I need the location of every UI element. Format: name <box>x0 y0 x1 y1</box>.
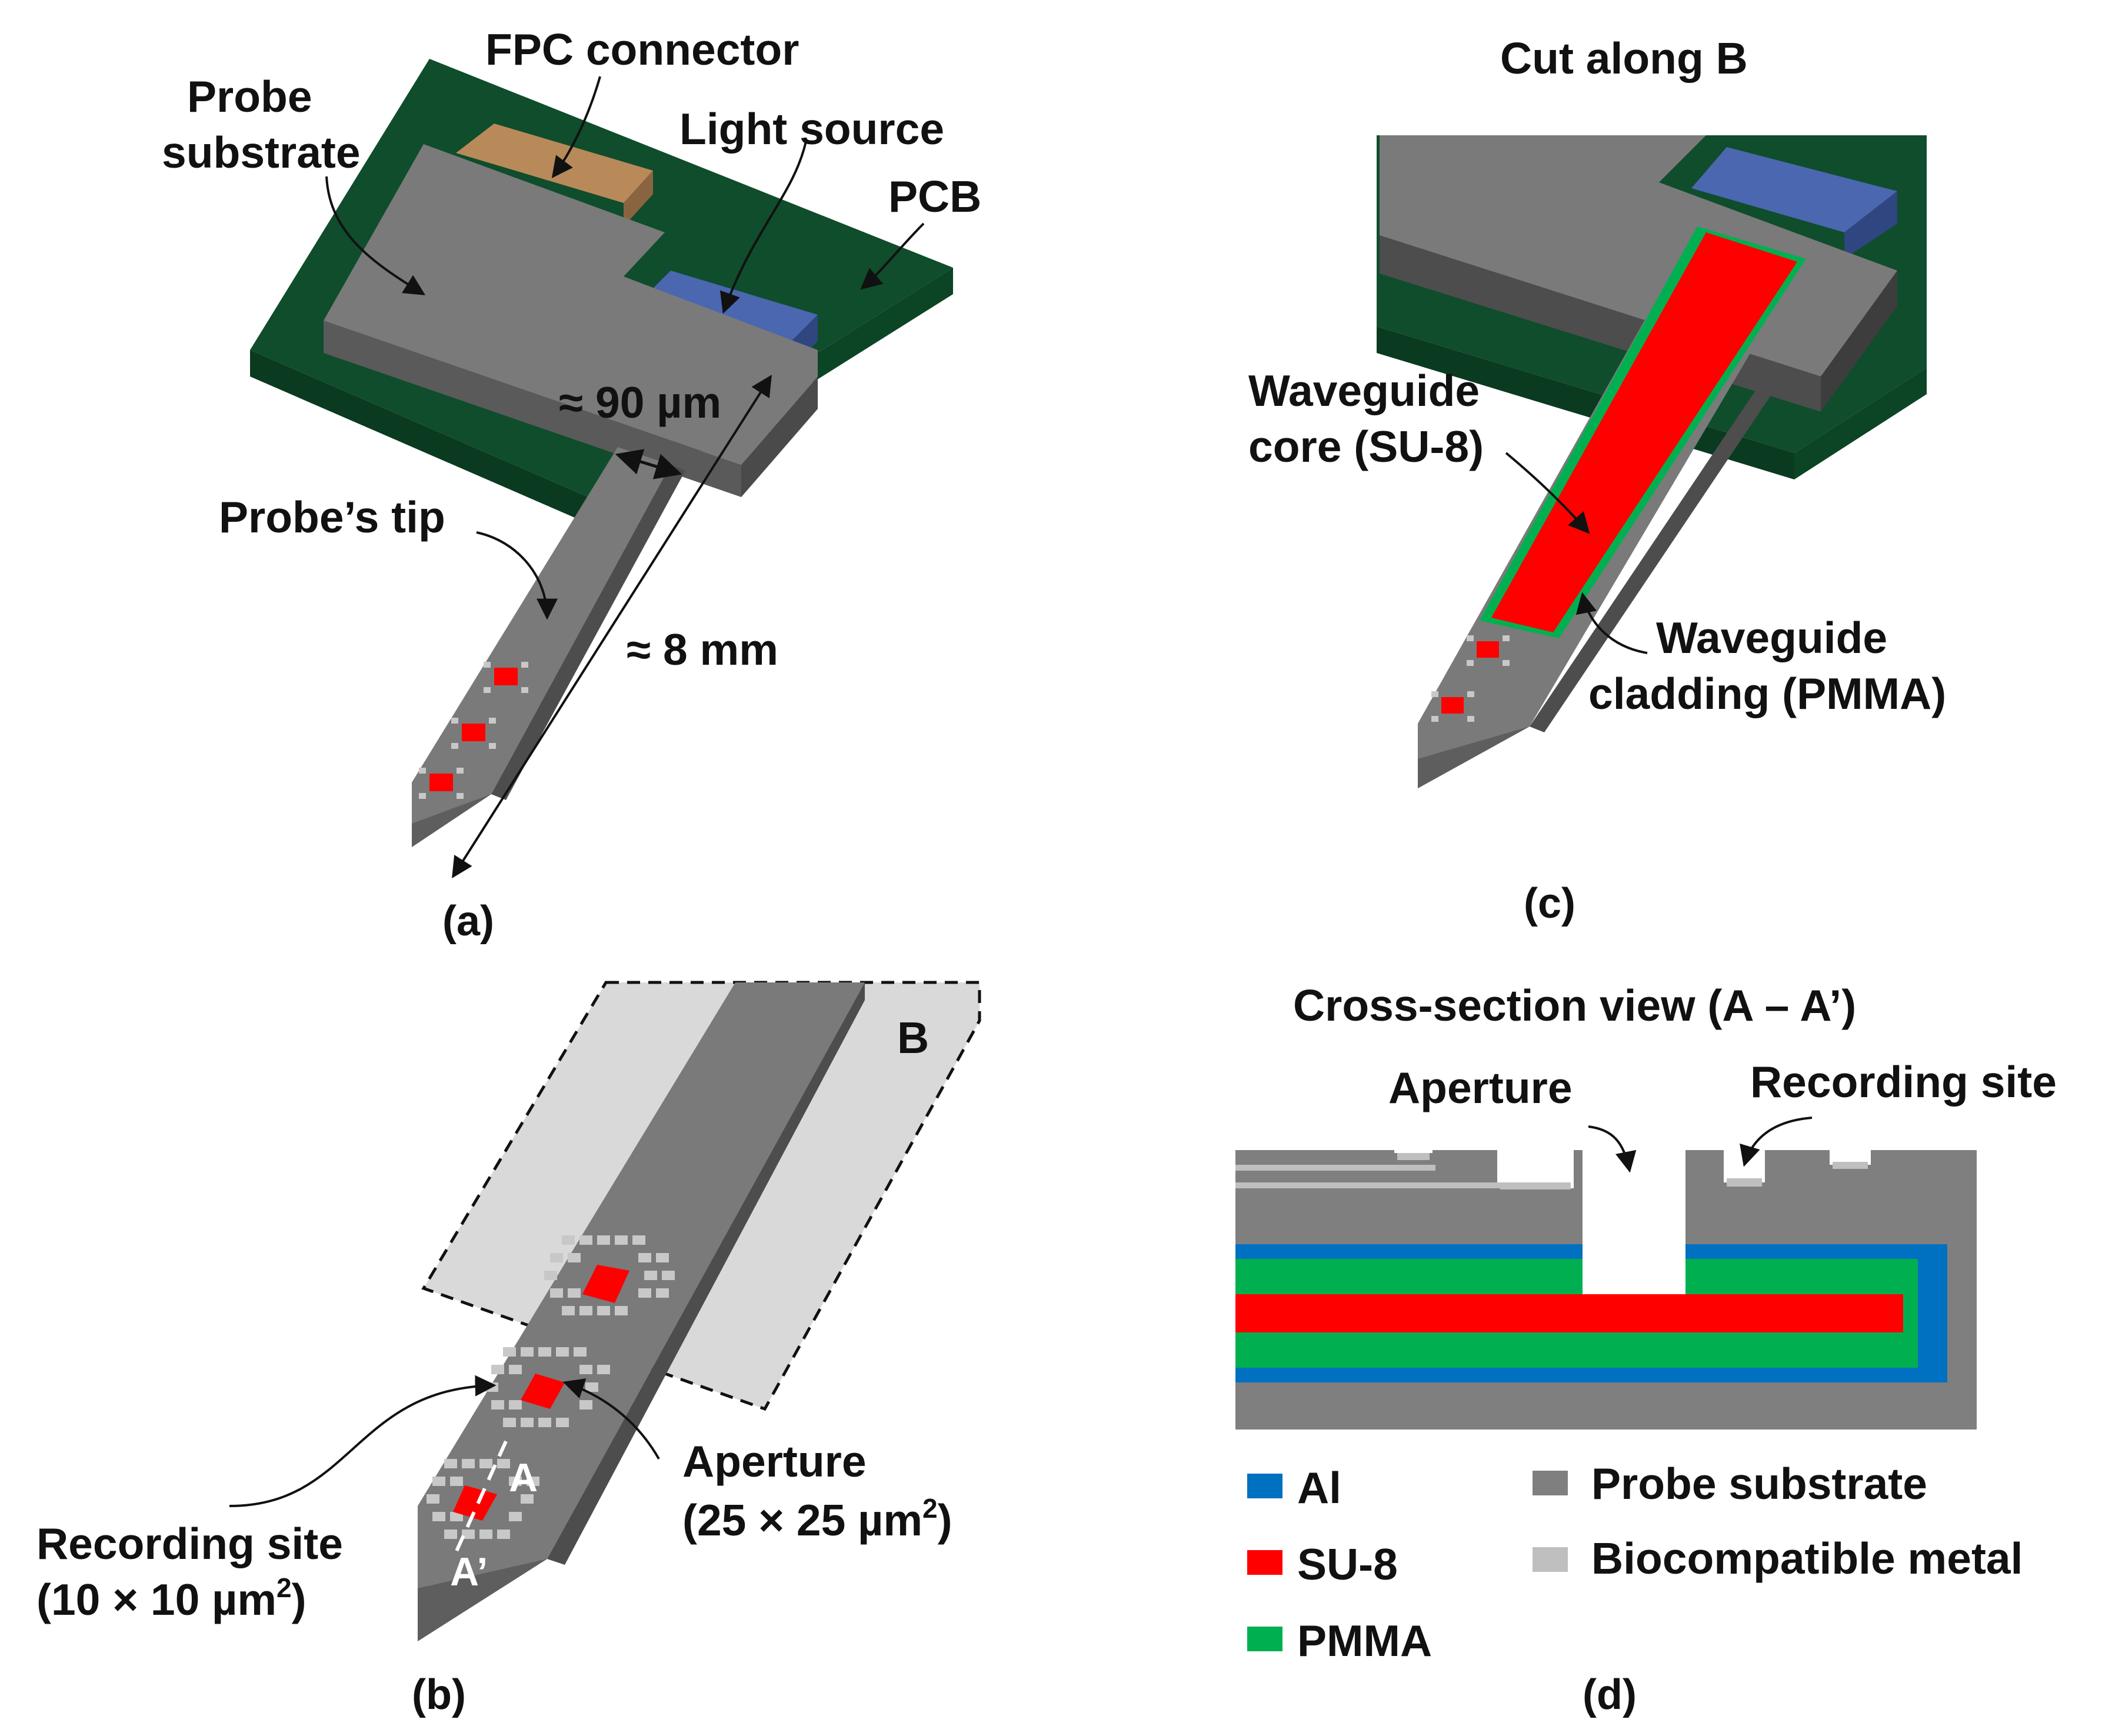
panel-d: Cross-section view (A – A’) Aperture Rec… <box>1235 981 2057 1718</box>
label-aperture-size: (25 × 25 µm2) <box>682 1493 952 1545</box>
legend: Al SU-8 PMMA Probe substrate Biocompatib… <box>1247 1459 2023 1665</box>
caption-d: (d) <box>1583 1671 1637 1718</box>
callout-fpc <box>551 76 601 178</box>
label-aperture-b: Aperture <box>682 1437 867 1486</box>
legend-swatch-metal <box>1533 1547 1568 1572</box>
legend-label-metal: Biocompatible metal <box>1591 1534 2023 1583</box>
label-cut-a-prime: A’ <box>450 1550 488 1594</box>
panel-c: Cut along B Waveguide core (SU-8) Wavegu… <box>1248 34 1946 927</box>
label-cladding-1: Waveguide <box>1656 613 1887 662</box>
caption-c: (c) <box>1524 880 1575 927</box>
callout-substrate <box>325 176 426 295</box>
legend-swatch-su8 <box>1247 1550 1282 1575</box>
waveguide-core <box>1491 232 1797 632</box>
callout-light <box>719 141 807 314</box>
label-region-b: B <box>897 1013 929 1062</box>
su8-core <box>1235 1294 1903 1332</box>
label-cut-a: A <box>509 1455 538 1500</box>
label-recording-site-d: Recording site <box>1750 1057 2057 1107</box>
aperture-upper <box>582 1265 629 1303</box>
recording-site-lower <box>453 1485 497 1521</box>
light-source-block-c <box>1691 147 1897 232</box>
caption-b: (b) <box>412 1671 466 1718</box>
callout-pcb <box>860 222 925 290</box>
recording-sites-c <box>1431 635 1510 722</box>
site-grid-lower <box>427 1459 539 1539</box>
site-grid-middle <box>485 1347 610 1427</box>
label-aperture-d: Aperture <box>1388 1063 1573 1112</box>
legend-label-substrate: Probe substrate <box>1591 1459 1927 1508</box>
panel-a: FPC connector Probe substrate Light sour… <box>162 25 981 945</box>
label-cladding-2: cladding (PMMA) <box>1588 669 1946 718</box>
legend-label-al: Al <box>1297 1463 1341 1512</box>
title-c: Cut along B <box>1500 34 1748 83</box>
label-core-2: core (SU-8) <box>1248 422 1484 471</box>
callout-recording-b <box>229 1375 497 1507</box>
callout-tip <box>476 531 558 620</box>
label-probe-substrate-1: Probe <box>187 72 312 121</box>
panel-b: A A’ B Aperture (25 × 25 µm2) Recording … <box>36 981 981 1718</box>
label-recording-site-b: Recording site <box>36 1519 343 1568</box>
callout-core <box>1505 452 1590 534</box>
label-probe-tip: Probe’s tip <box>219 492 445 542</box>
caption-a: (a) <box>442 898 494 945</box>
cut-line-aa <box>451 1440 508 1560</box>
label-90um: ≈ 90 µm <box>559 378 721 427</box>
label-probe-substrate-2: substrate <box>162 128 361 177</box>
biocompatible-metal-site <box>1727 1178 1762 1187</box>
label-pcb: PCB <box>888 172 981 221</box>
label-core-1: Waveguide <box>1248 366 1480 415</box>
legend-swatch-pmma <box>1247 1627 1282 1651</box>
aperture-opening <box>1583 1141 1685 1294</box>
label-fpc-connector: FPC connector <box>485 25 799 74</box>
legend-swatch-substrate <box>1533 1471 1568 1495</box>
metal-trace-2 <box>1235 1182 1541 1188</box>
callout-cladding <box>1575 592 1648 654</box>
dim-8mm-arrow <box>452 374 772 879</box>
callout-recording-d <box>1740 1117 1813 1167</box>
site-grid-upper <box>544 1235 675 1315</box>
label-8mm: ≈ 8 mm <box>627 625 778 674</box>
legend-label-su8: SU-8 <box>1297 1540 1398 1589</box>
callout-aperture-b <box>562 1378 660 1460</box>
aperture-middle <box>521 1374 565 1409</box>
legend-label-pmma: PMMA <box>1297 1616 1432 1665</box>
metal-trace-1 <box>1235 1165 1435 1171</box>
callout-aperture-d <box>1588 1125 1637 1173</box>
legend-swatch-al <box>1247 1474 1282 1498</box>
label-light-source: Light source <box>679 104 944 154</box>
label-recording-size: (10 × 10 µm2) <box>36 1572 307 1624</box>
title-d: Cross-section view (A – A’) <box>1293 981 1856 1030</box>
